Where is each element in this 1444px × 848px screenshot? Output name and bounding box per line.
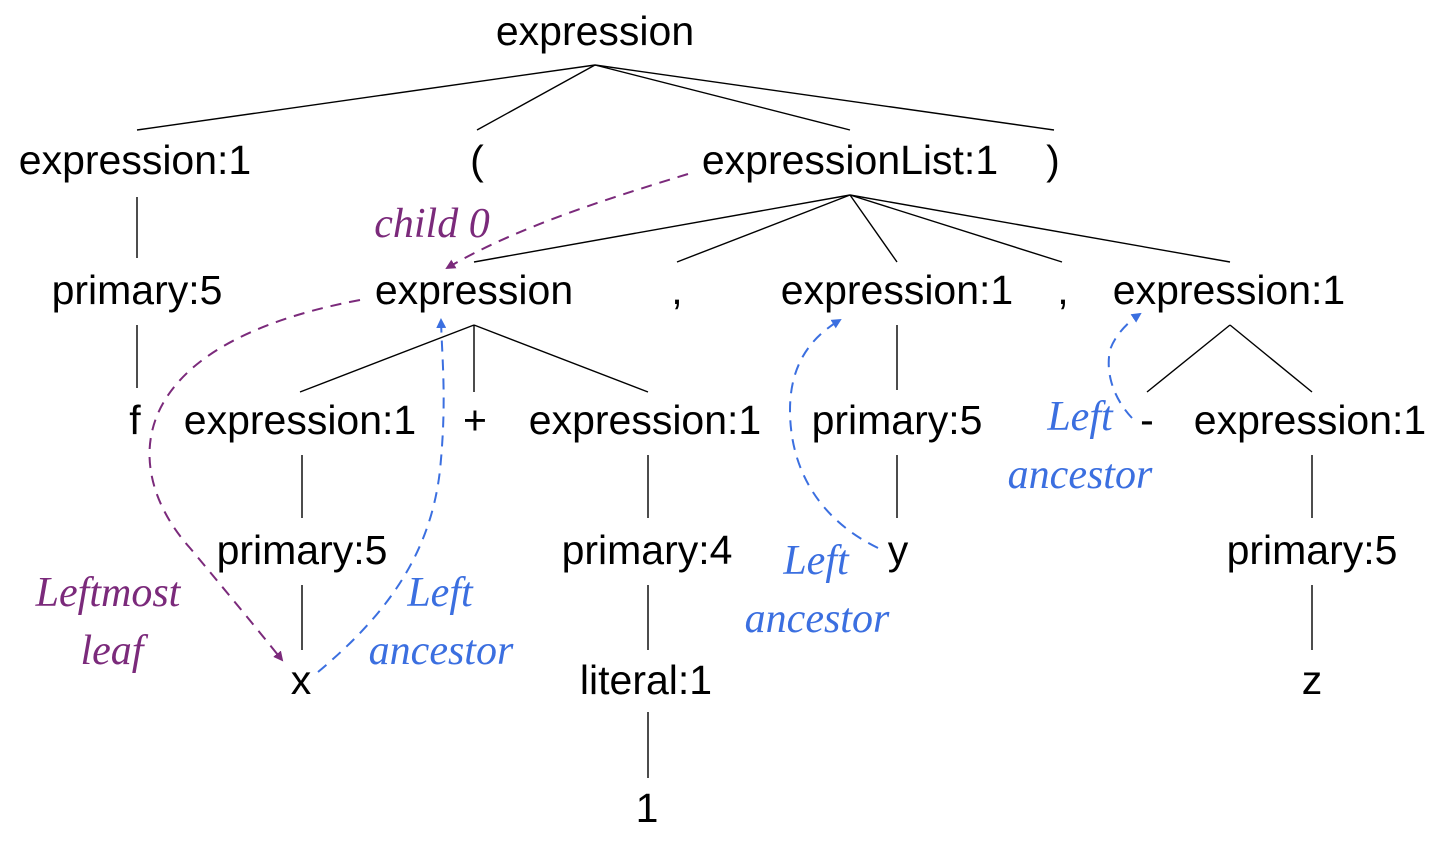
edge-exprlist-expr0 xyxy=(473,194,851,263)
node-primary-f: primary:5 xyxy=(52,267,223,313)
node-expression-f: expression:1 xyxy=(19,137,251,183)
edge-root-expr-f xyxy=(136,64,596,131)
label-child0: child 0 xyxy=(374,201,489,247)
node-comma-2: , xyxy=(1057,267,1068,313)
node-root-expression: expression xyxy=(496,8,694,54)
node-y: y xyxy=(888,527,909,573)
arrow-left-ancestor-neg xyxy=(1107,312,1142,419)
node-minus: - xyxy=(1140,397,1154,443)
arrow-left-ancestor-x xyxy=(317,318,447,673)
node-z: z xyxy=(1302,657,1323,703)
node-rparen: ) xyxy=(1046,137,1060,183)
edge-exprlist-comma2 xyxy=(849,194,1063,263)
arrow-leftmost-leaf xyxy=(148,299,361,662)
label-leftmost: Leftmost xyxy=(35,570,182,616)
tree-edges xyxy=(136,64,1313,778)
edge-root-rparen xyxy=(594,64,1055,131)
node-expression-y: expression:1 xyxy=(781,267,1013,313)
node-plus: + xyxy=(463,397,487,443)
node-x: x xyxy=(291,657,312,703)
node-primary-z: primary:5 xyxy=(1227,527,1398,573)
node-one: 1 xyxy=(636,785,659,831)
node-expression-neg: expression:1 xyxy=(1113,267,1345,313)
label-left-x: Left xyxy=(406,570,474,616)
node-f: f xyxy=(129,397,141,443)
edge-exprlist-expr-neg xyxy=(849,194,1231,263)
annotation-labels: child 0 Leftmost leaf Left ancestor Left… xyxy=(35,201,1153,674)
edge-expr0-expr-1 xyxy=(473,324,649,393)
node-expression-z: expression:1 xyxy=(1194,397,1426,443)
label-leaf: leaf xyxy=(81,628,149,674)
edge-expr-neg-minus xyxy=(1146,324,1231,393)
arrow-child0 xyxy=(445,173,689,270)
arrow-left-ancestor-y xyxy=(788,318,879,549)
node-lparen: ( xyxy=(470,137,484,183)
annotation-arrows xyxy=(148,173,1142,673)
label-left-neg: Left xyxy=(1046,394,1114,440)
node-expression-child0: expression xyxy=(375,267,573,313)
edge-root-lparen xyxy=(476,64,596,131)
node-literal: literal:1 xyxy=(580,657,712,703)
edge-root-exprlist xyxy=(594,64,851,131)
label-left-y: Left xyxy=(782,538,850,584)
edge-exprlist-expr-y xyxy=(849,194,898,263)
node-expression-x: expression:1 xyxy=(184,397,416,443)
edge-expr0-expr-x xyxy=(299,324,475,393)
node-comma-1: , xyxy=(671,267,682,313)
edge-exprlist-comma1 xyxy=(676,194,851,263)
node-expression-one: expression:1 xyxy=(529,397,761,443)
node-expression-list: expressionList:1 xyxy=(702,137,998,183)
node-primary-y: primary:5 xyxy=(812,397,983,443)
label-ancestor-x: ancestor xyxy=(369,628,514,674)
edge-expr-neg-expr-z xyxy=(1229,324,1313,393)
tree-nodes: expression expression:1 ( expressionList… xyxy=(19,8,1426,831)
label-ancestor-y: ancestor xyxy=(745,596,890,642)
label-ancestor-neg: ancestor xyxy=(1008,452,1153,498)
node-primary-one: primary:4 xyxy=(562,527,733,573)
node-primary-x: primary:5 xyxy=(217,527,388,573)
